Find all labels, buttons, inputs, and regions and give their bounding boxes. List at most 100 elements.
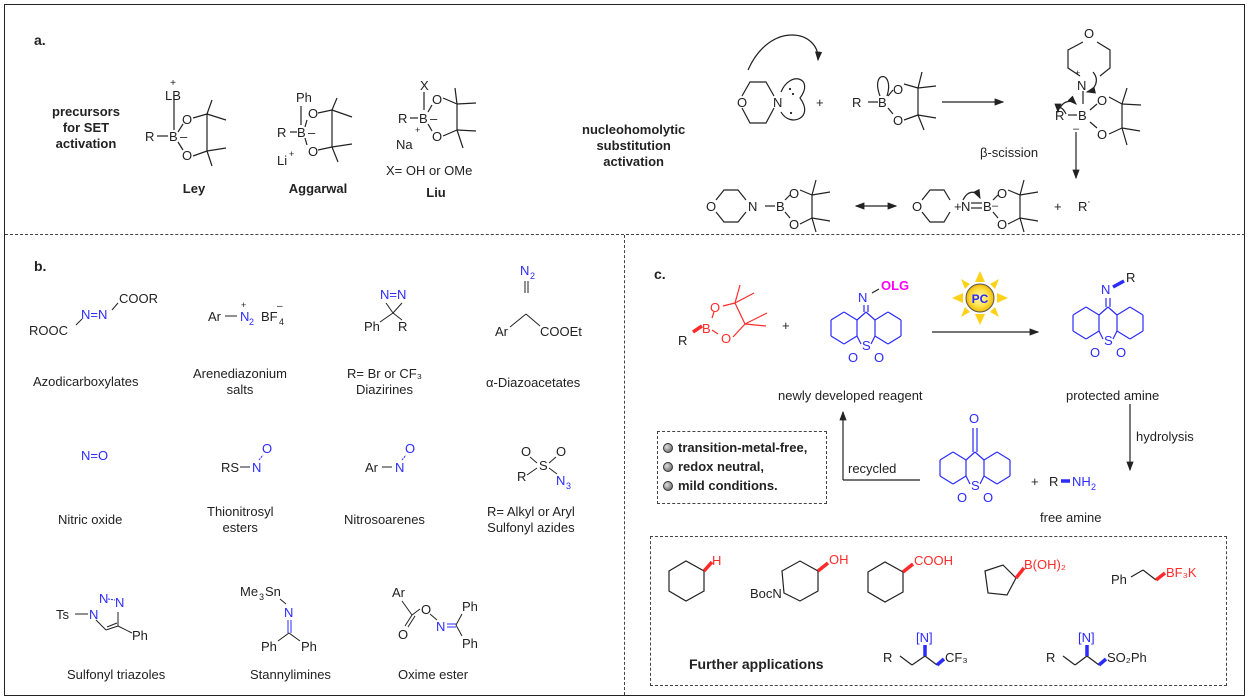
recycled-scaffold-sulfur: S (971, 478, 980, 493)
app-group-bf3k: BF₃K (1166, 565, 1197, 580)
svg-text:BocN: BocN (750, 586, 782, 601)
svg-text:O: O (556, 444, 566, 459)
reagent-scaffold-bond (830, 311, 845, 321)
svg-text:N: N (520, 263, 529, 278)
svg-text:B: B (878, 95, 887, 110)
svg-text:Ar: Ar (392, 585, 406, 600)
svg-text:B: B (419, 111, 428, 126)
svg-text:O: O (521, 444, 531, 459)
app-group-so2ph: SO₂Ph (1107, 650, 1147, 665)
svg-text:O: O (182, 148, 192, 163)
product-scaffold-bond (1098, 306, 1109, 316)
svg-text:R: R (1046, 650, 1055, 665)
free-amine-caption: free amine (1040, 510, 1102, 525)
svg-text:O: O (308, 106, 318, 121)
svg-text:NH: NH (1072, 474, 1091, 489)
svg-text:–: – (180, 129, 188, 144)
svg-text:2: 2 (249, 317, 254, 327)
svg-text:+: + (415, 125, 420, 135)
photocatalyst-label: PC (972, 292, 989, 306)
recycled-scaffold-bond (952, 451, 967, 461)
svg-text:–: – (1073, 123, 1080, 135)
svg-text:R: R (145, 129, 154, 144)
further-applications-label: Further applications (689, 656, 824, 672)
svg-text:2: 2 (530, 271, 535, 281)
liu-counterion: Na (396, 137, 413, 152)
reagent-scaffold-sulfur: S (862, 338, 871, 353)
svg-text:–: – (992, 200, 999, 212)
svg-text:O: O (710, 300, 720, 315)
feature-item: redox neutral, (663, 457, 807, 476)
svg-text:N: N (89, 607, 98, 622)
reagent-scaffold-bond (874, 311, 889, 321)
svg-text:+: + (241, 300, 246, 310)
features-list: transition-metal-free, redox neutral, mi… (663, 438, 807, 495)
svg-text:N=O: N=O (81, 448, 108, 463)
svg-text:3: 3 (566, 481, 571, 491)
svg-text:Ts: Ts (56, 607, 70, 622)
svg-text:+: + (954, 199, 962, 214)
svg-text:N: N (395, 460, 404, 475)
svg-text:Ph: Ph (301, 639, 317, 654)
svg-text:N: N (99, 591, 108, 606)
svg-text:+: + (1075, 68, 1080, 78)
recycled-scaffold-oxygen: O (983, 490, 993, 505)
svg-text:O: O (1097, 127, 1107, 142)
svg-text:N: N (284, 605, 293, 620)
recycled-scaffold-oxygen: O (957, 490, 967, 505)
svg-text:O: O (262, 441, 272, 456)
precursors-heading: precursors for SET activation (52, 104, 120, 151)
svg-text:N: N (1077, 78, 1086, 93)
alkyl-radical: R˙ (1078, 199, 1092, 214)
leaving-group: OLG (881, 278, 909, 293)
ley-structure (157, 95, 227, 167)
svg-text:B: B (297, 125, 306, 140)
reagent-scaffold-bond (887, 335, 902, 345)
svg-text:N: N (240, 309, 249, 324)
svg-text:O: O (737, 95, 747, 110)
svg-text:O: O (398, 627, 408, 642)
svg-text:O: O (721, 331, 731, 346)
product-scaffold-bond (1072, 306, 1087, 316)
svg-text:B: B (169, 129, 178, 144)
svg-text:N=N: N=N (81, 307, 107, 322)
svg-text:O: O (1097, 93, 1107, 108)
reagent-scaffold-bond (874, 335, 889, 345)
svg-text:–: – (277, 301, 283, 312)
liu-structure (410, 87, 477, 149)
svg-text:B: B (1078, 108, 1087, 123)
label-oxime-ester: Oxime ester (398, 667, 469, 682)
product-scaffold-bond (1116, 330, 1131, 340)
svg-text:R: R (398, 111, 407, 126)
app-group-cooh: COOH (914, 553, 953, 568)
product-scaffold-bond (1116, 306, 1131, 316)
svg-text:R: R (517, 469, 526, 484)
svg-text:+: + (289, 149, 294, 159)
label-nitric-oxide: Nitric oxide (58, 512, 123, 527)
svg-text:O: O (421, 602, 431, 617)
ley-charge: + (170, 78, 176, 89)
svg-text:N: N (858, 290, 867, 305)
aggarwal-label: Aggarwal (289, 181, 348, 196)
svg-text:+: + (782, 318, 790, 333)
reagent-scaffold-bond (856, 311, 867, 321)
figure-frame (4, 4, 1245, 696)
reagent-scaffold-bond (887, 311, 902, 321)
svg-text:O: O (1084, 26, 1094, 41)
panel-b-label: b. (34, 258, 47, 274)
divider-horizontal (5, 234, 1245, 235)
svg-text:O: O (182, 112, 192, 127)
svg-text:+: + (816, 95, 824, 110)
recycled-scaffold-bond (996, 451, 1011, 461)
svg-text:O: O (789, 217, 799, 232)
product-scaffold-oxygen: O (1090, 345, 1100, 360)
svg-text:R: R (398, 319, 407, 334)
label-diazoacetates: α-Diazoacetates (486, 375, 581, 390)
svg-text:N: N (1101, 282, 1110, 297)
svg-text:R: R (852, 95, 861, 110)
svg-text:Sn: Sn (265, 584, 281, 599)
